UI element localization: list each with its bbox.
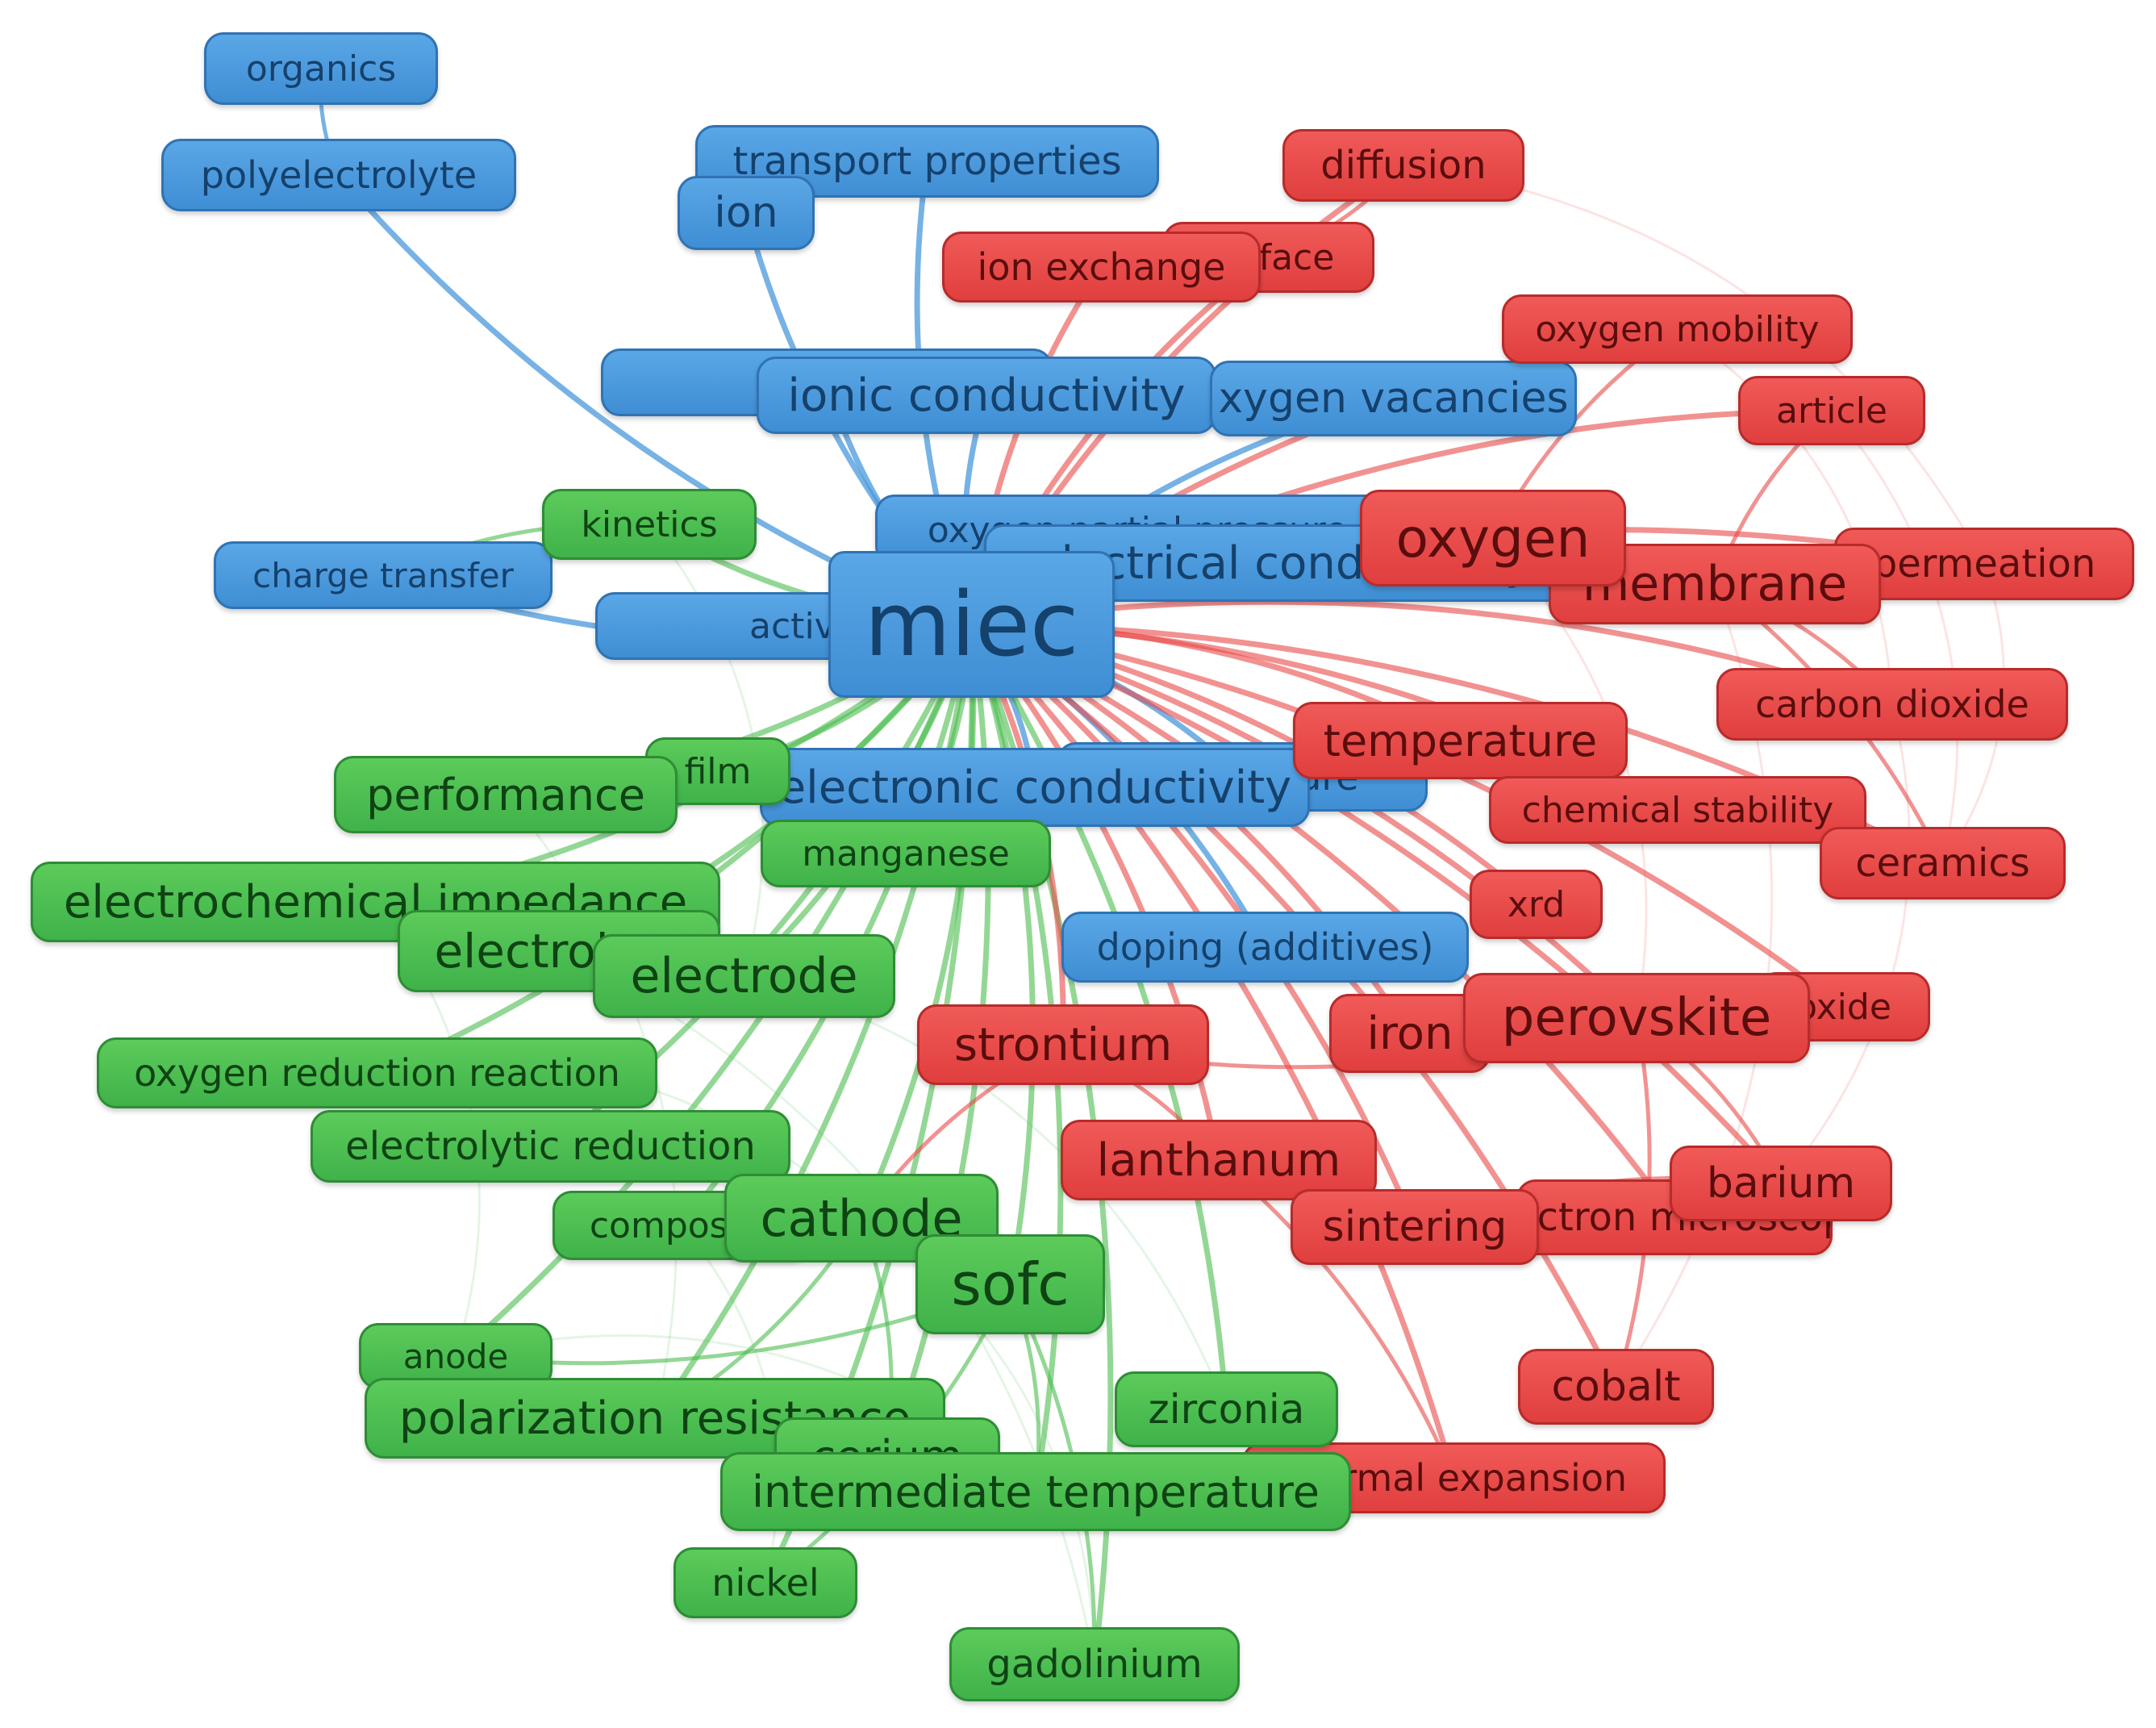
node-zirconia[interactable]: zirconia bbox=[1115, 1371, 1338, 1447]
node-perovskite[interactable]: perovskite bbox=[1463, 973, 1810, 1063]
node-electrolytic-reduction[interactable]: electrolytic reduction bbox=[311, 1110, 790, 1183]
node-label: carbon dioxide bbox=[1755, 682, 2029, 726]
node-label: chemical stability bbox=[1521, 789, 1834, 831]
node-article[interactable]: article bbox=[1738, 376, 1925, 445]
node-ceramics[interactable]: ceramics bbox=[1820, 827, 2066, 899]
node-label: film bbox=[684, 750, 752, 792]
link-miec-thermal_expansion bbox=[969, 622, 1457, 1479]
node-label: perovskite bbox=[1501, 988, 1772, 1048]
background-link bbox=[1779, 703, 1911, 1184]
node-label: gadolinium bbox=[986, 1642, 1203, 1687]
node-label: sofc bbox=[951, 1250, 1070, 1318]
node-label: manganese bbox=[802, 833, 1010, 874]
node-label: anode bbox=[402, 1336, 509, 1376]
node-label: nickel bbox=[711, 1561, 819, 1605]
node-carbon-dioxide[interactable]: carbon dioxide bbox=[1716, 668, 2068, 741]
node-kinetics[interactable]: kinetics bbox=[542, 489, 757, 560]
node-label: xrd bbox=[1507, 883, 1566, 925]
node-label: ion bbox=[714, 189, 778, 237]
node-ion[interactable]: ion bbox=[678, 176, 815, 250]
node-lanthanum[interactable]: lanthanum bbox=[1061, 1120, 1377, 1200]
node-label: ionic conductivity bbox=[787, 369, 1186, 422]
node-label: membrane bbox=[1582, 556, 1848, 612]
link-miec-zirconia bbox=[969, 623, 1229, 1410]
node-sofc[interactable]: sofc bbox=[915, 1234, 1105, 1334]
node-label: permeation bbox=[1872, 541, 2096, 586]
node-manganese[interactable]: manganese bbox=[761, 820, 1051, 887]
node-miec[interactable]: miec bbox=[828, 551, 1115, 698]
node-label: electrolytic reduction bbox=[345, 1124, 756, 1169]
node-label: charge transfer bbox=[252, 555, 514, 595]
node-label: organics bbox=[245, 48, 397, 90]
node-oxygen[interactable]: oxygen bbox=[1360, 490, 1626, 586]
node-charge-transfer[interactable]: charge transfer bbox=[214, 541, 553, 609]
node-performance[interactable]: performance bbox=[334, 756, 678, 833]
node-label: miec bbox=[864, 573, 1079, 676]
node-label: performance bbox=[366, 769, 645, 820]
node-temperature[interactable]: temperature bbox=[1293, 702, 1628, 779]
node-label: kinetics bbox=[581, 503, 718, 545]
node-label: oxygen bbox=[1395, 507, 1591, 570]
node-label: cobalt bbox=[1551, 1363, 1681, 1411]
node-label: oxygen reduction reaction bbox=[134, 1051, 620, 1095]
node-label: oxide bbox=[1795, 986, 1891, 1028]
link-miec-anode bbox=[453, 623, 974, 1359]
node-diffusion[interactable]: diffusion bbox=[1282, 129, 1524, 202]
node-label: iron bbox=[1366, 1007, 1453, 1060]
node-label: xygen vacancies bbox=[1218, 374, 1569, 423]
node-chemical-stability[interactable]: chemical stability bbox=[1489, 776, 1866, 844]
node-label: polyelectrolyte bbox=[200, 153, 477, 197]
node-label: electrode bbox=[630, 948, 858, 1004]
node-doping[interactable]: doping (additives) bbox=[1061, 912, 1469, 983]
node-ion-exchange[interactable]: ion exchange bbox=[942, 232, 1261, 303]
node-label: ceramics bbox=[1855, 841, 2030, 886]
node-label: zirconia bbox=[1148, 1386, 1305, 1433]
node-label: doping (additives) bbox=[1096, 925, 1434, 969]
node-label: strontium bbox=[953, 1018, 1173, 1071]
node-sintering[interactable]: sintering bbox=[1291, 1189, 1539, 1265]
node-label: diffusion bbox=[1320, 143, 1487, 188]
node-label: article bbox=[1775, 390, 1887, 432]
node-oxygen-mobility[interactable]: oxygen mobility bbox=[1502, 294, 1853, 364]
node-label: oxygen mobility bbox=[1535, 308, 1820, 350]
node-label: ion exchange bbox=[977, 245, 1226, 289]
node-gadolinium[interactable]: gadolinium bbox=[949, 1627, 1240, 1701]
node-label: barium bbox=[1706, 1159, 1856, 1208]
node-oxygen-reduction-reaction[interactable]: oxygen reduction reaction bbox=[97, 1037, 657, 1108]
node-intermediate-temperature[interactable]: intermediate temperature bbox=[720, 1452, 1351, 1531]
node-oxygen-vacancies[interactable]: xygen vacancies bbox=[1210, 361, 1577, 436]
node-electrode[interactable]: electrode bbox=[593, 934, 895, 1018]
background-link bbox=[1676, 328, 1894, 705]
node-strontium[interactable]: strontium bbox=[917, 1004, 1209, 1085]
node-ionic-conductivity[interactable]: ionic conductivity bbox=[757, 357, 1216, 434]
node-organics[interactable]: organics bbox=[204, 32, 438, 105]
node-xrd[interactable]: xrd bbox=[1470, 870, 1603, 939]
node-electronic-conductivity[interactable]: electronic conductivity bbox=[760, 748, 1310, 827]
node-label: lanthanum bbox=[1096, 1133, 1341, 1187]
node-nickel[interactable]: nickel bbox=[673, 1547, 857, 1618]
node-label: electronic conductivity bbox=[778, 761, 1292, 814]
node-polyelectrolyte[interactable]: polyelectrolyte bbox=[161, 139, 516, 211]
node-cobalt[interactable]: cobalt bbox=[1518, 1349, 1714, 1425]
node-label: intermediate temperature bbox=[751, 1466, 1320, 1517]
background-link bbox=[1830, 410, 1959, 864]
node-label: temperature bbox=[1323, 715, 1598, 766]
node-barium[interactable]: barium bbox=[1670, 1146, 1892, 1221]
node-label: sintering bbox=[1322, 1203, 1508, 1251]
